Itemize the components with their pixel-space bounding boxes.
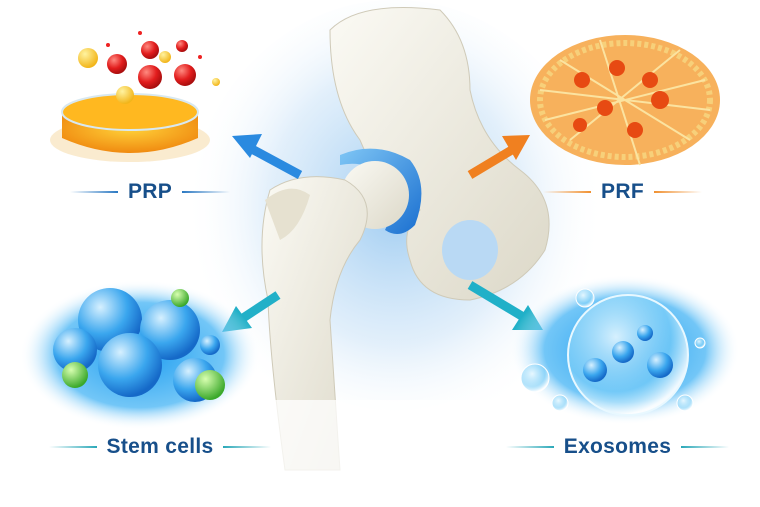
arrow-to-prp xyxy=(232,134,303,179)
label-prp-text: PRP xyxy=(127,180,173,203)
stem-cells-illustration xyxy=(20,280,260,430)
label-exosomes-text: Exosomes xyxy=(563,435,672,458)
label-exosomes: Exosomes xyxy=(495,435,740,459)
exosomes-illustration xyxy=(510,275,740,425)
label-rule-left xyxy=(543,191,592,193)
label-rule-right xyxy=(223,446,272,448)
label-prf: PRF xyxy=(525,180,720,204)
label-rule-left xyxy=(48,446,97,448)
label-prf-text: PRF xyxy=(601,180,644,203)
label-stem-cells-text: Stem cells xyxy=(106,435,214,458)
label-rule-right xyxy=(653,191,702,193)
label-rule-left xyxy=(505,446,554,448)
label-rule-right xyxy=(182,191,231,193)
prp-illustration xyxy=(50,31,220,162)
label-rule-right xyxy=(681,446,730,448)
label-stem-cells: Stem cells xyxy=(35,435,285,459)
label-rule-left xyxy=(69,191,118,193)
arrow-to-prf xyxy=(467,135,530,179)
prf-illustration xyxy=(530,35,720,166)
label-prp: PRP xyxy=(60,180,240,204)
